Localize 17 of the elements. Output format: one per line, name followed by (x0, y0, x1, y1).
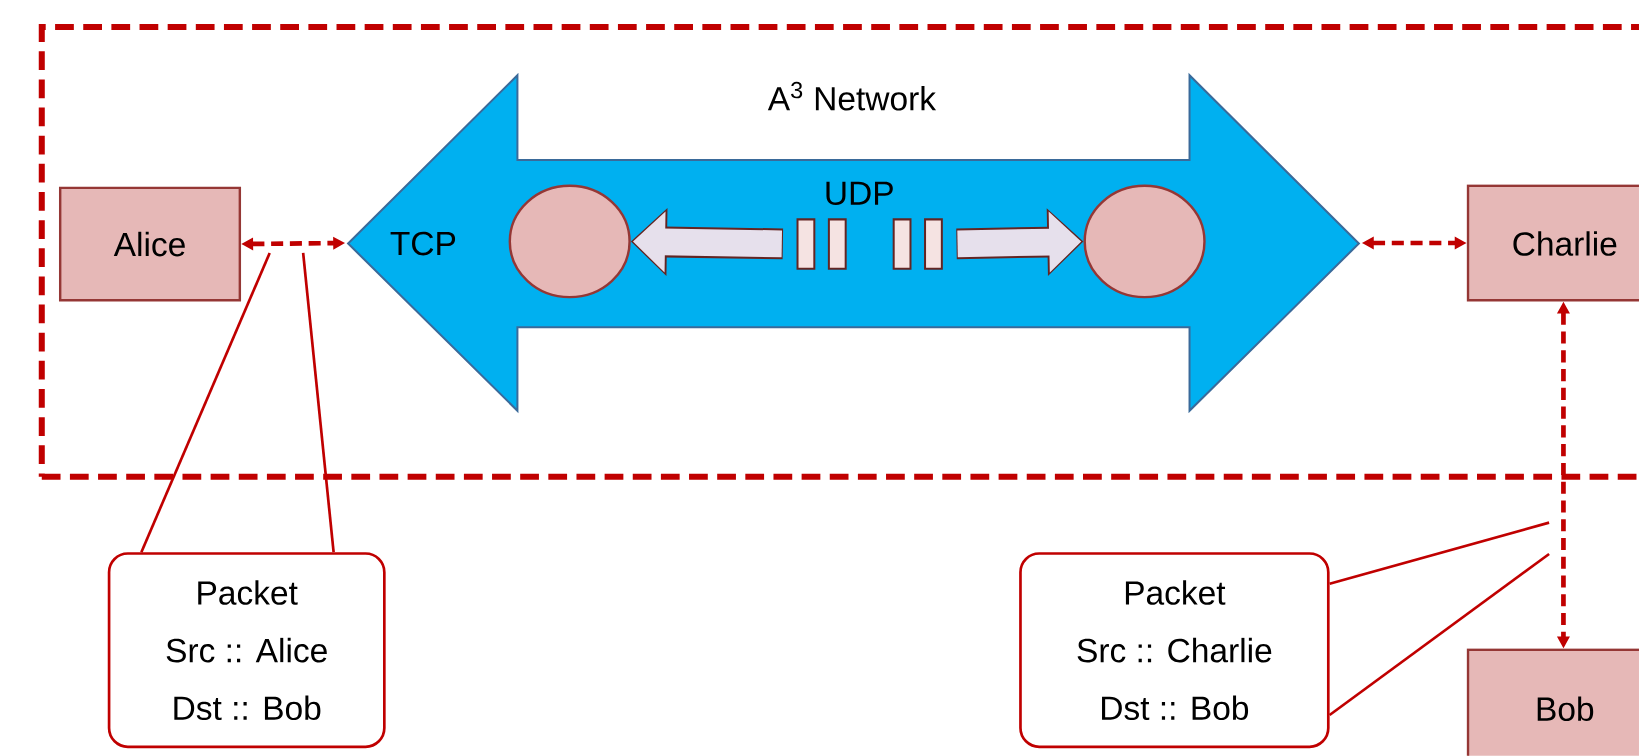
circle (508, 184, 631, 299)
protocol-label: UDP (826, 181, 893, 206)
packet-bar (892, 218, 912, 270)
packet-bar (924, 218, 943, 270)
packet-callout: Packet Src :: Charlie Dst :: Bob (1019, 552, 1330, 749)
leader-line (1328, 553, 1550, 717)
circle (1083, 184, 1206, 299)
leader-line (1329, 521, 1550, 586)
host-box: Alice (59, 186, 242, 302)
network-title: A$^{3}$ Network (767, 81, 937, 111)
host-box: Charlie (1466, 184, 1639, 302)
leader-line (301, 252, 335, 553)
packet-bar (827, 218, 847, 270)
packet-callout: Packet Src :: Alice Dst :: Bob (107, 552, 386, 749)
packet-bar (796, 218, 816, 270)
leader-line (140, 252, 271, 553)
host-box: Bob (1466, 648, 1639, 756)
